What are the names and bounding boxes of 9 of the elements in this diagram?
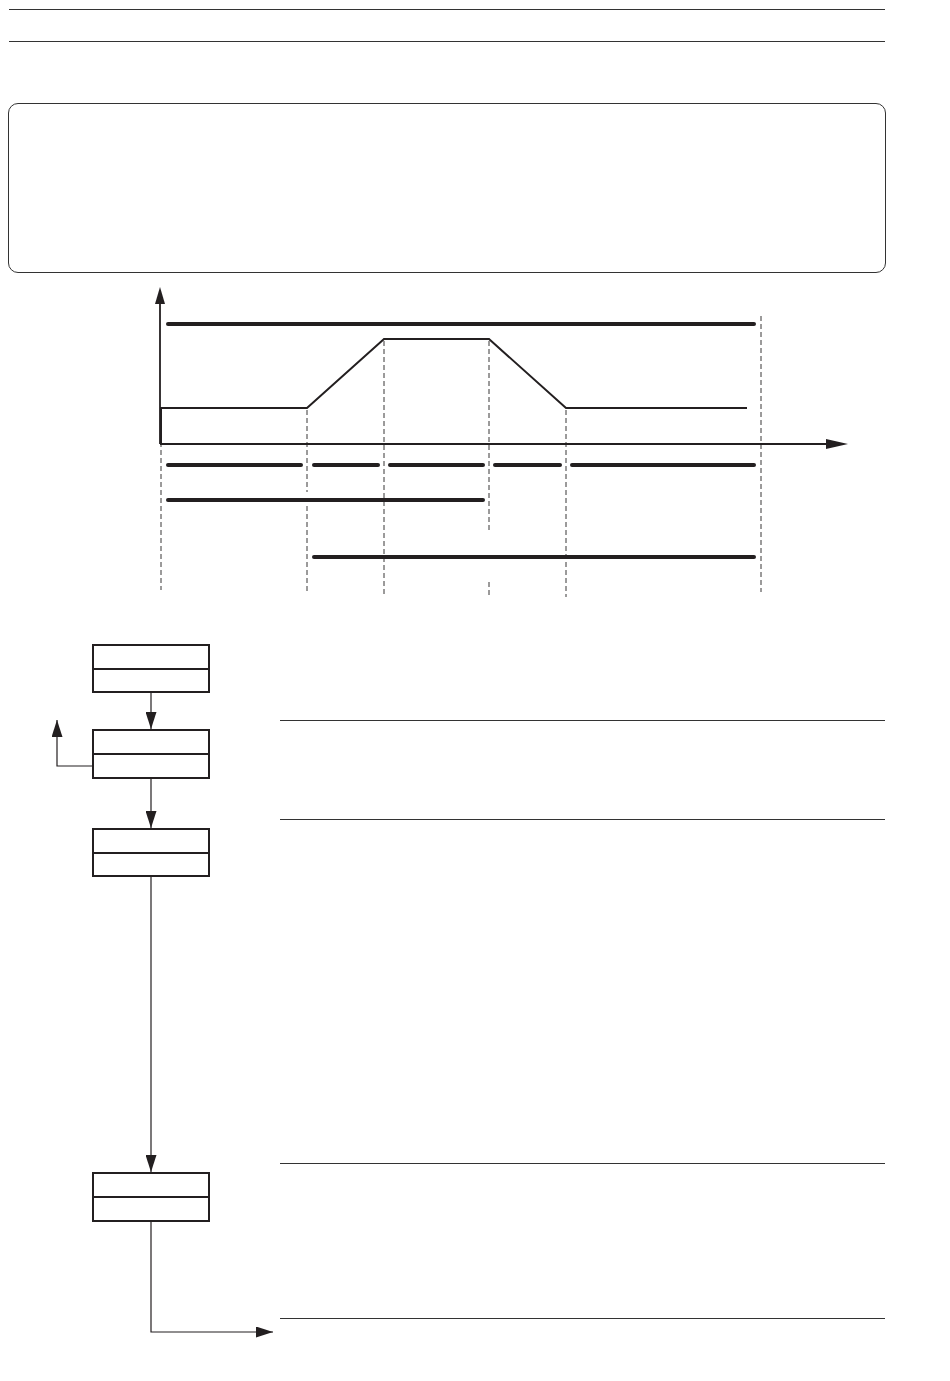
process-box bbox=[92, 644, 210, 693]
process-box bbox=[92, 828, 210, 877]
arrow bbox=[145, 778, 157, 829]
arrow bbox=[145, 692, 157, 730]
process-box bbox=[92, 729, 210, 779]
arrow bbox=[145, 876, 157, 1173]
process-box bbox=[92, 1172, 210, 1222]
arrow bbox=[51, 719, 93, 767]
arrow bbox=[150, 1221, 274, 1338]
